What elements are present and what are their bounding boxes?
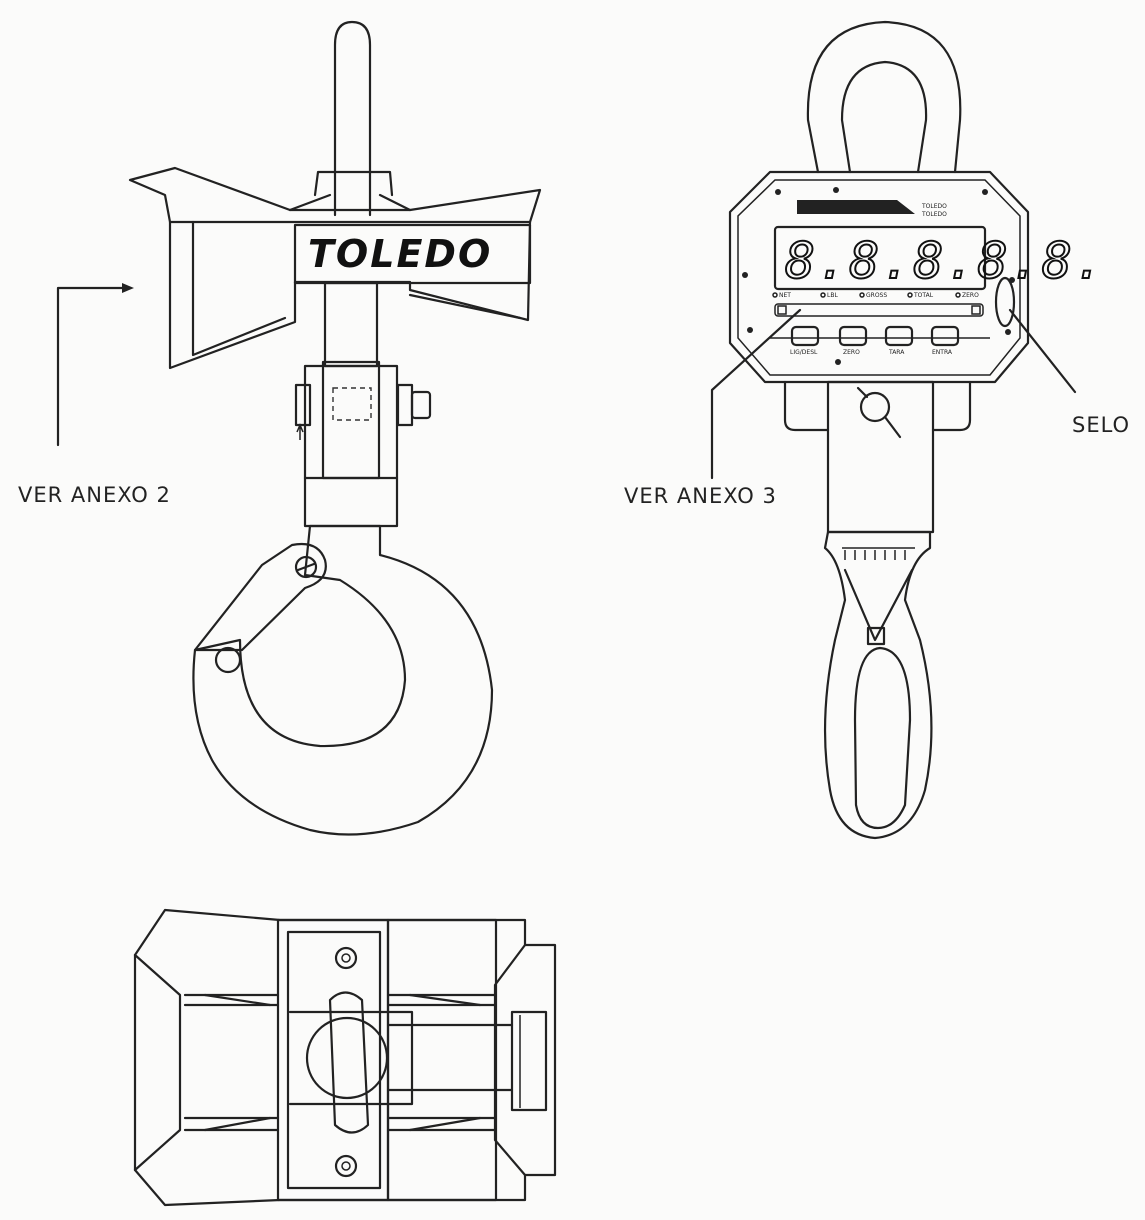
hook-scale-front-view: TOLEDO TOLEDO 8.8.8.8.8. NET LBL GROSS T… [710, 20, 1106, 840]
seal-label: SELO [1072, 413, 1130, 437]
zero-key[interactable] [838, 325, 868, 347]
keypad: LIG/DESL ZERO TARA ENTRA [770, 325, 990, 356]
seal-loop [994, 276, 1016, 328]
power-key[interactable] [790, 325, 820, 347]
enter-key[interactable] [930, 325, 960, 347]
weight-display: 8.8.8.8.8. [785, 232, 1106, 290]
status-indicators: NET LBL GROSS TOTAL ZERO [772, 292, 979, 299]
brand-logo: TOLEDO [308, 232, 492, 276]
tare-key[interactable] [884, 325, 914, 347]
hook-scale-top-view [133, 908, 557, 1207]
indicator-lbl: LBL [827, 292, 838, 299]
svg-text:TOLEDO: TOLEDO [921, 211, 947, 218]
svg-text:TOLEDO: TOLEDO [921, 203, 947, 210]
zero-key-label: ZERO [843, 349, 860, 356]
annex-3-label: VER ANEXO 3 [624, 484, 777, 508]
power-key-label: LIG/DESL [790, 349, 818, 356]
indicator-zero: ZERO [962, 292, 979, 299]
hook-scale-side-view: TOLEDO [56, 20, 542, 836]
annex-2-label: VER ANEXO 2 [18, 483, 171, 507]
indicator-gross: GROSS [866, 292, 887, 299]
tare-key-label: TARA [888, 349, 905, 356]
indicator-total: TOTAL [913, 292, 934, 299]
indicator-net: NET [779, 292, 791, 299]
enter-key-label: ENTRA [932, 349, 953, 356]
